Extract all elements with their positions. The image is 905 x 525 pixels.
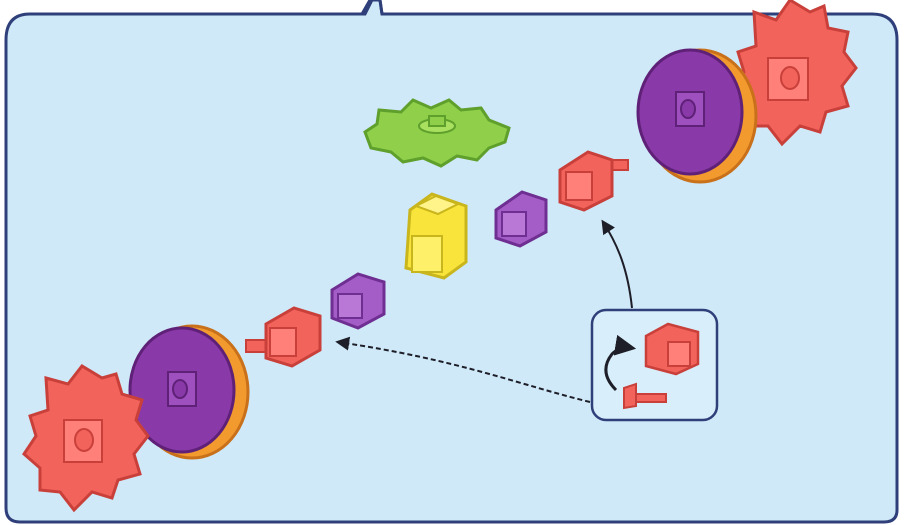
left-axle-connector-icon: [245, 306, 322, 368]
callout-red-connector-icon: [644, 322, 700, 376]
right-purple-wheel-icon: [636, 48, 758, 184]
left-purple-wheel-icon: [128, 324, 250, 460]
green-gear-icon: [363, 98, 511, 168]
arrow-to-left-axle: [335, 336, 591, 403]
left-red-gear-icon: [22, 364, 150, 513]
panel-notch: [360, 0, 384, 15]
right-red-gear-icon: [730, 0, 858, 147]
right-purple-connector-icon: [494, 190, 548, 248]
right-axle-connector-icon: [558, 150, 629, 212]
arrow-to-right-axle: [601, 219, 633, 309]
callout-red-axle-pin-icon: [623, 382, 667, 410]
rotate-arrow-icon: [604, 334, 637, 392]
yellow-block-icon: [404, 192, 468, 280]
left-purple-connector-icon: [330, 272, 386, 330]
assembly-callout: [590, 308, 719, 422]
